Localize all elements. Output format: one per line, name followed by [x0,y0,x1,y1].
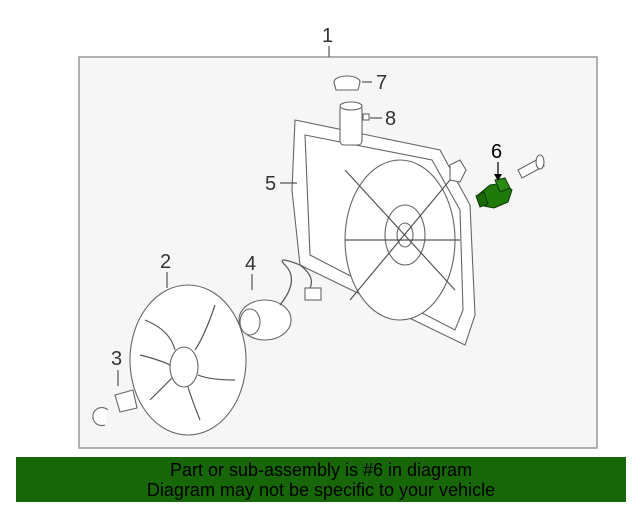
notice-banner: Part or sub-assembly is #6 in diagram Di… [16,457,626,502]
callout-3[interactable]: 3 [111,348,122,370]
fan-motor[interactable] [238,259,322,341]
banner-line-part-number: Part or sub-assembly is #6 in diagram [169,460,473,480]
retaining-ring[interactable] [92,407,109,427]
bolt[interactable] [517,154,545,179]
callout-1[interactable]: 1 [322,25,333,47]
callout-7[interactable]: 7 [376,72,387,94]
callout-8[interactable]: 8 [385,108,396,130]
clip-3[interactable] [114,389,138,413]
callout-5[interactable]: 5 [265,173,276,195]
fan-shroud[interactable] [291,101,476,346]
callout-2[interactable]: 2 [160,251,171,273]
nut[interactable] [449,159,467,183]
parts-diagram: 1 5 7 8 6 2 [78,25,598,449]
callout-6[interactable]: 6 [491,141,502,163]
callout-4[interactable]: 4 [245,253,256,275]
fan-blade[interactable] [129,284,247,436]
banner-line-disclaimer: Diagram may not be specific to your vehi… [146,480,496,500]
reservoir-cap[interactable] [333,75,361,91]
part-6-sensor[interactable] [475,177,513,209]
clip-8[interactable] [362,113,370,121]
